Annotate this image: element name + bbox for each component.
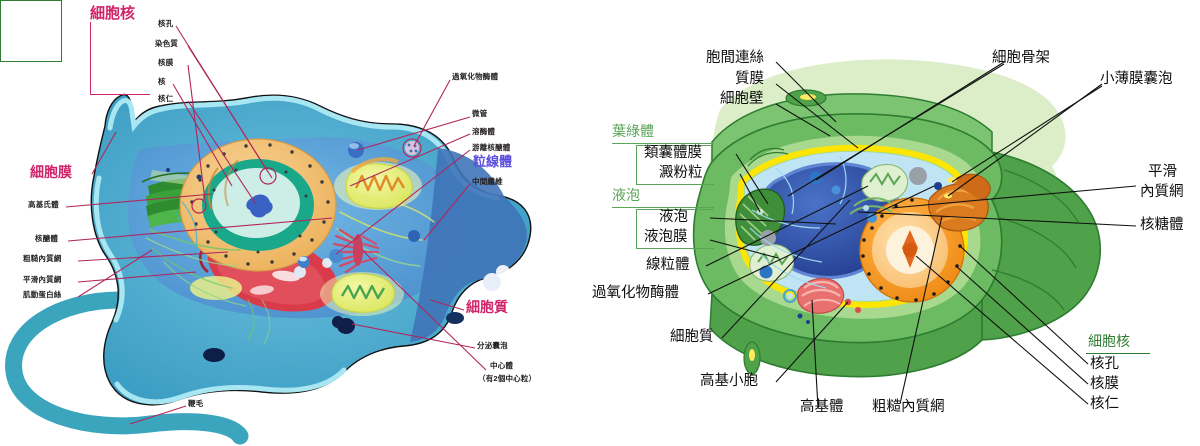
mitochondria-shape-3 [190,276,242,300]
animal-label-intermediate-filament: 中間纖維 [472,177,503,186]
animal-label-rough-er: 粗糙內質網 [23,254,62,263]
animal-heading-mitochondria: 粒線體 [473,154,513,169]
centrosome-shape [332,228,379,274]
animal-label-golgi: 高基氏體 [28,200,59,209]
chloroplast-group-bracket [636,145,714,185]
plant-label-plasmodesmata: 胞間連絲 [706,50,764,66]
chloroplast-heading-underline [612,143,714,144]
mitochondria-shape-1 [861,163,909,202]
animal-heading-cytoplasm: 細胞質 [466,299,508,315]
plant-label-golgi-vesicle: 高基小胞 [700,373,758,389]
plant-cell-illustration [692,59,1137,409]
cytosol-right-lobe [410,148,527,342]
plant-label-thylakoid-membrane: 類囊體膜 [644,145,702,161]
nuclear-pores [190,143,330,266]
plant-nucleus-group-bracket [0,0,62,62]
plant-label-rough-er: 粗糙內質網 [872,399,945,415]
animal-label-microtubule: 微管 [472,109,488,118]
pore-callout-1 [259,167,277,185]
animal-label-lysosome: 溶酶體 [472,127,496,136]
animal-label-centrosome-note: （有2個中心粒） [478,374,537,383]
animal-label-secretory-vesicle: 分泌囊泡 [477,341,508,350]
chloroplast-shape-3 [743,341,761,375]
plant-label-cell-wall: 細胞壁 [720,91,764,107]
plant-nucleus-heading-underline [1086,353,1150,354]
animal-label-actin-filament: 肌動蛋白絲 [23,290,62,299]
animal-label-peroxisome: 過氧化物酶體 [452,72,499,81]
plant-label-smooth-er-line2: 內質網 [1140,184,1184,200]
animal-heading-cell-membrane: 細胞膜 [30,164,72,180]
plant-label-cytoplasm: 細胞質 [670,329,714,345]
golgi-body-shape [797,277,845,314]
plant-label-nuclear-pore: 核孔 [1090,356,1119,372]
pore-callout-2 [191,198,207,214]
animal-label-free-ribosome: 游離核醣體 [472,143,511,152]
smooth-er-shape [849,197,893,215]
membrane-highlight-bottom [114,367,347,405]
plant-label-nucleolus: 核仁 [1090,396,1119,412]
animal-label-nuclear-envelope: 核膜 [158,58,174,67]
plant-label-golgi-body: 高基體 [800,399,844,415]
plant-label-mitochondria: 線粒體 [646,257,690,273]
plant-label-cytoskeleton: 細胞骨架 [992,50,1050,66]
animal-label-flagellum: 鞭毛 [188,399,204,408]
membrane-highlight-lower [93,175,125,323]
animal-label-chromatin: 染色質 [155,39,179,48]
plant-label-nuclear-envelope: 核膜 [1090,376,1119,392]
cell-wall-bottom-face [709,291,983,378]
plant-label-starch-grain: 澱粉粒 [659,165,703,181]
plant-leader-lines [705,61,1137,409]
vacuole-group-bracket [636,209,714,249]
animal-cell-illustration [5,25,532,445]
animal-label-smooth-er: 平滑內質網 [23,275,62,284]
plant-label-tonoplast: 液泡膜 [644,229,688,245]
animal-heading-nucleus: 細胞核 [90,5,136,22]
vacuole-heading-underline [612,207,714,208]
animal-label-ribosome: 核醣體 [35,234,59,243]
animal-nucleus-bracket [90,22,150,95]
plasmodesmata-shape [749,147,785,161]
plant-label-ribosome: 核糖體 [1140,217,1184,233]
membrane-highlight [107,95,500,201]
animal-label-nucleolus: 核仁 [158,94,174,103]
plant-group-heading-nucleus: 細胞核 [1088,333,1130,349]
plant-label-vacuole: 液泡 [659,209,688,225]
plant-label-small-vesicle: 小薄膜囊泡 [1100,71,1173,87]
mitochondria-shape-2 [320,272,404,316]
animal-label-nuclear-pore: 核孔 [158,19,174,28]
plant-label-plasma-membrane: 質膜 [735,71,764,87]
plant-group-heading-vacuole: 液泡 [612,187,640,203]
animal-leader-lines [65,25,487,425]
vesicles-shapes [166,138,510,362]
plant-label-smooth-er-line1: 平滑 [1148,164,1177,180]
flagellum-shape [5,291,249,445]
nucleus-shape [179,138,337,272]
animal-label-nucleus: 核 [158,77,166,86]
animal-label-centrosome: 中心體 [490,361,514,370]
cytoskeleton-filaments [749,155,847,289]
plant-group-heading-chloroplast: 葉綠體 [612,123,654,139]
plant-label-peroxisome: 過氧化物酶體 [592,285,679,301]
